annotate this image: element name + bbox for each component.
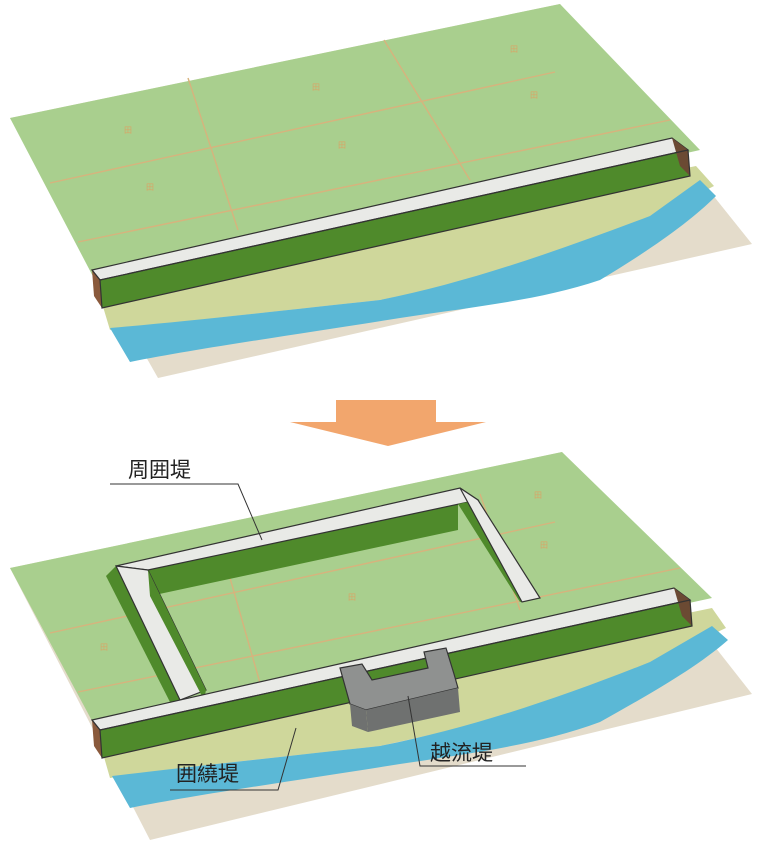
river <box>110 180 716 362</box>
label-shuui-tei: 周囲堤 <box>110 458 263 541</box>
svg-text:田: 田 <box>100 643 108 652</box>
svg-text:田: 田 <box>146 183 154 192</box>
svg-text:田: 田 <box>540 541 548 550</box>
overflow-levee <box>339 647 460 732</box>
svg-text:田: 田 <box>510 45 518 54</box>
before-panel: 田 田 田 田 田 田 <box>10 4 752 378</box>
arrow-head <box>290 422 486 446</box>
ring-levee <box>106 487 541 706</box>
label-etsuryu-tei-text: 越流堤 <box>430 741 493 765</box>
svg-text:田: 田 <box>338 141 346 150</box>
svg-text:田: 田 <box>124 126 132 135</box>
svg-text:田: 田 <box>530 91 538 100</box>
label-etsuryu-tei: 越流堤 <box>407 695 526 767</box>
label-shuui-tei-text: 周囲堤 <box>128 458 191 482</box>
floodplain <box>98 166 714 330</box>
label-ijou-tei-text: 囲繞堤 <box>176 762 239 786</box>
after-panel: 田 田 田 田 <box>10 452 752 840</box>
down-arrow <box>290 400 486 446</box>
river-2 <box>112 626 728 808</box>
svg-text:田: 田 <box>348 593 356 602</box>
field-lines <box>49 39 671 243</box>
label-ijou-tei: 囲繞堤 <box>170 727 297 791</box>
svg-text:田: 田 <box>312 83 320 92</box>
field-marks-2: 田 田 田 田 <box>100 491 548 652</box>
paddy-field <box>10 4 700 286</box>
continuous-levee <box>90 137 691 309</box>
arrow-shaft <box>336 400 436 422</box>
svg-text:田: 田 <box>534 491 542 500</box>
field-marks: 田 田 田 田 田 田 <box>124 45 538 192</box>
